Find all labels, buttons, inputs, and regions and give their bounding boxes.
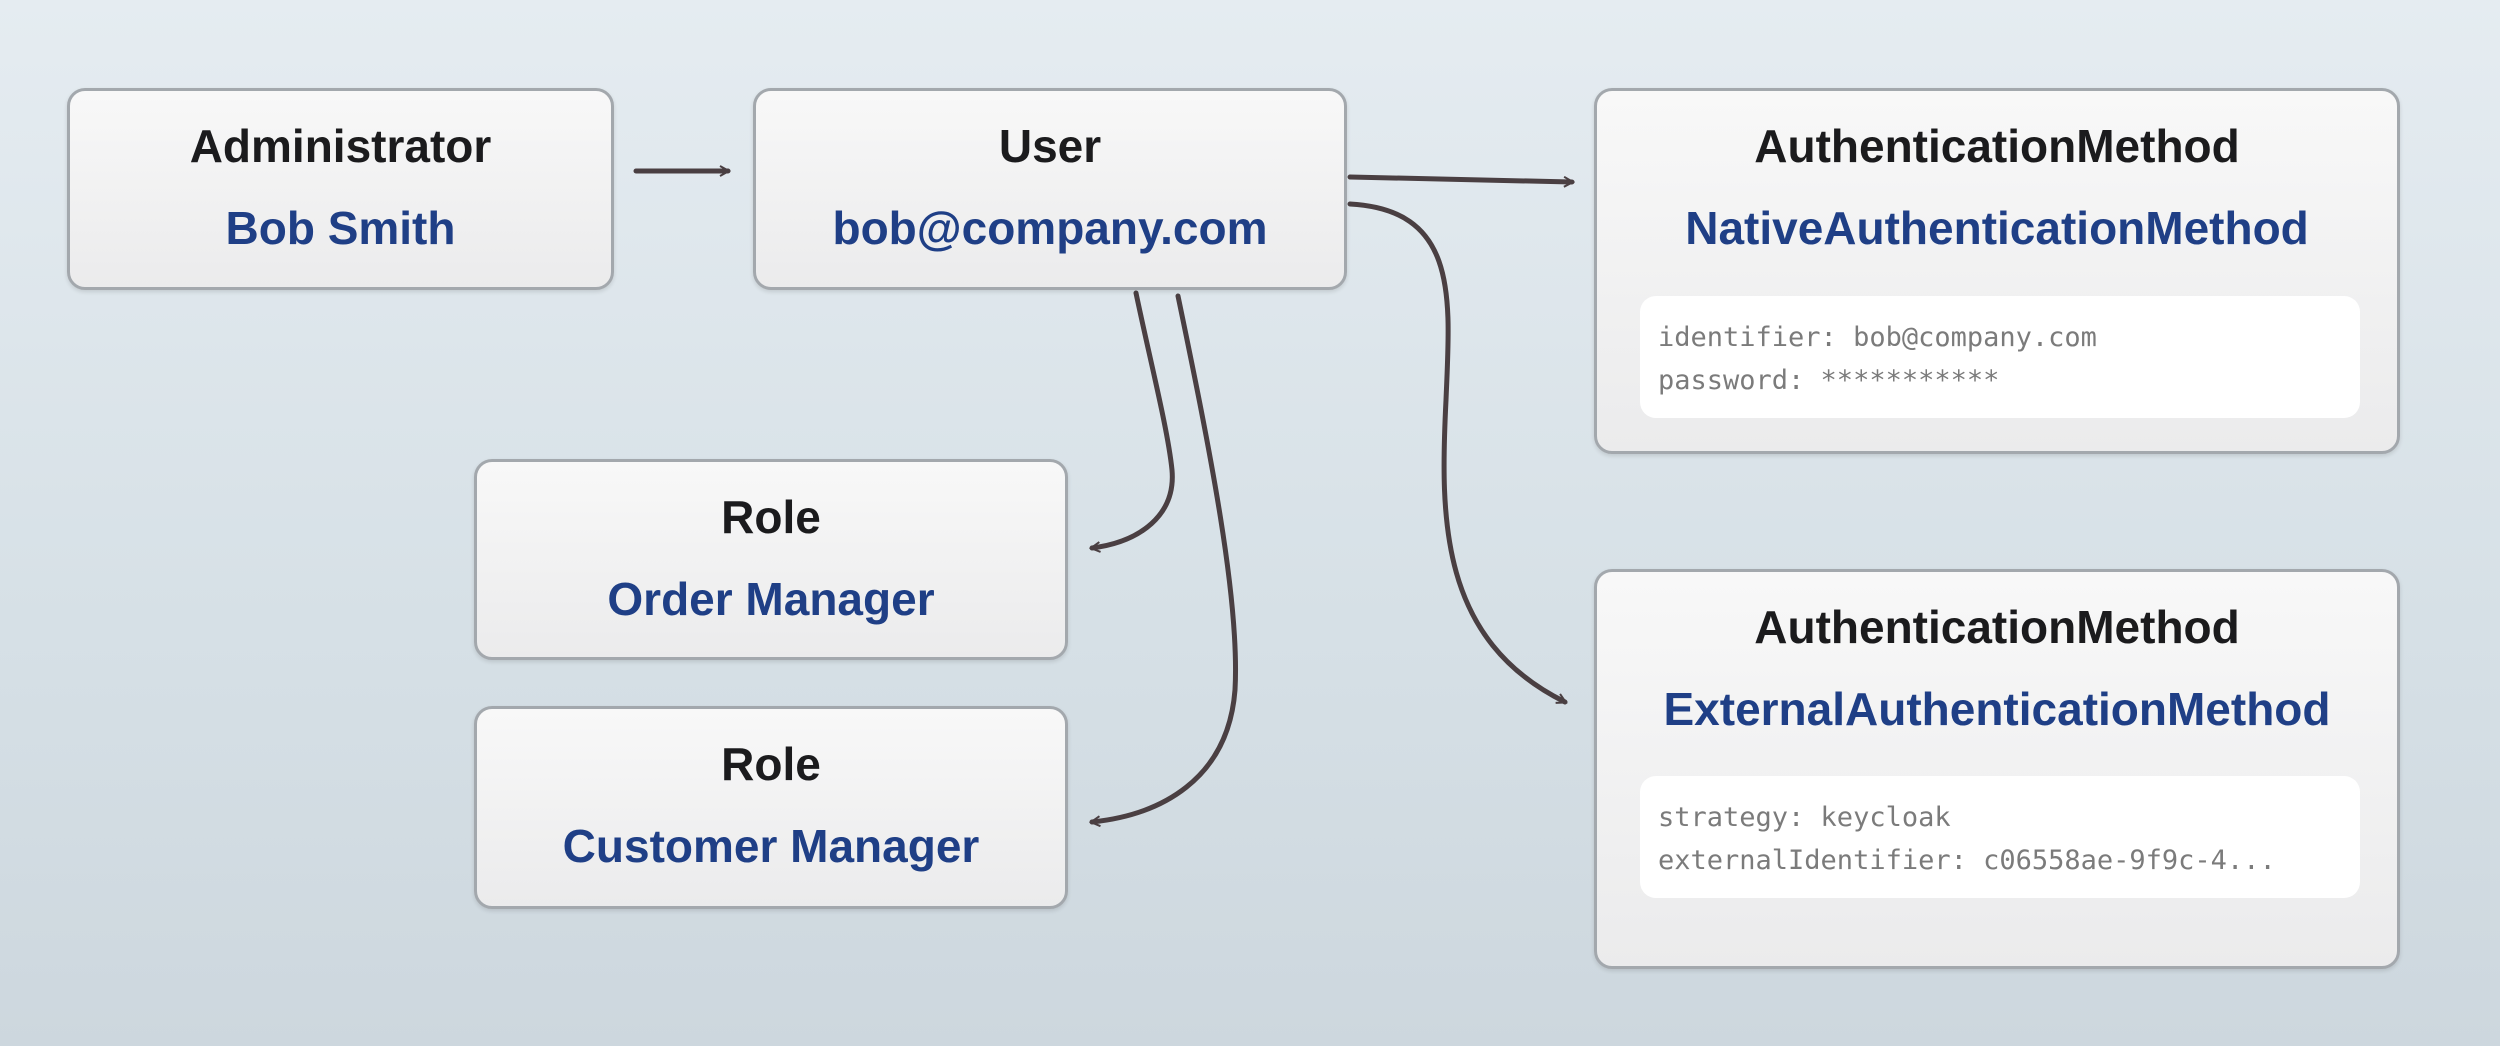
role-order-manager-node: Role Order Manager [474,459,1068,660]
user-node: User bob@company.com [753,88,1347,290]
node-type-label: Administrator [189,120,492,172]
property-identifier: identifier: bob@company.com [1658,322,2097,353]
node-name-label: Customer Manager [562,820,980,872]
node-type-label: AuthenticationMethod [1754,120,2240,172]
node-type-label: AuthenticationMethod [1754,601,2240,653]
native-auth-method-node: AuthenticationMethod NativeAuthenticatio… [1594,88,2400,454]
property-external-identifier: externalIdentifier: c06558ae-9f9c-4... [1658,845,2276,876]
node-name-label: NativeAuthenticationMethod [1685,202,2309,254]
property-password: password: *********** [1658,365,2000,396]
external-auth-method-node: AuthenticationMethod ExternalAuthenticat… [1594,569,2400,969]
arrow-user-to-native-auth [1347,174,1572,182]
arrow-user-to-external-auth [1347,201,1565,705]
node-name-label: bob@company.com [832,202,1268,254]
properties-panel: identifier: bob@company.com password: **… [1640,296,2360,418]
node-type-label: Role [721,491,821,543]
node-name-label: ExternalAuthenticationMethod [1663,683,2331,735]
administrator-node: Administrator Bob Smith [67,88,614,290]
node-type-label: User [998,120,1102,172]
arrow-user-to-customer-manager [1092,293,1239,822]
node-name-label: Bob Smith [225,202,456,254]
properties-panel: strategy: keycloak externalIdentifier: c… [1640,776,2360,898]
arrow-user-to-order-manager [1092,290,1175,548]
node-name-label: Order Manager [607,573,935,625]
property-strategy: strategy: keycloak [1658,802,1951,833]
role-customer-manager-node: Role Customer Manager [474,706,1068,909]
node-type-label: Role [721,738,821,790]
